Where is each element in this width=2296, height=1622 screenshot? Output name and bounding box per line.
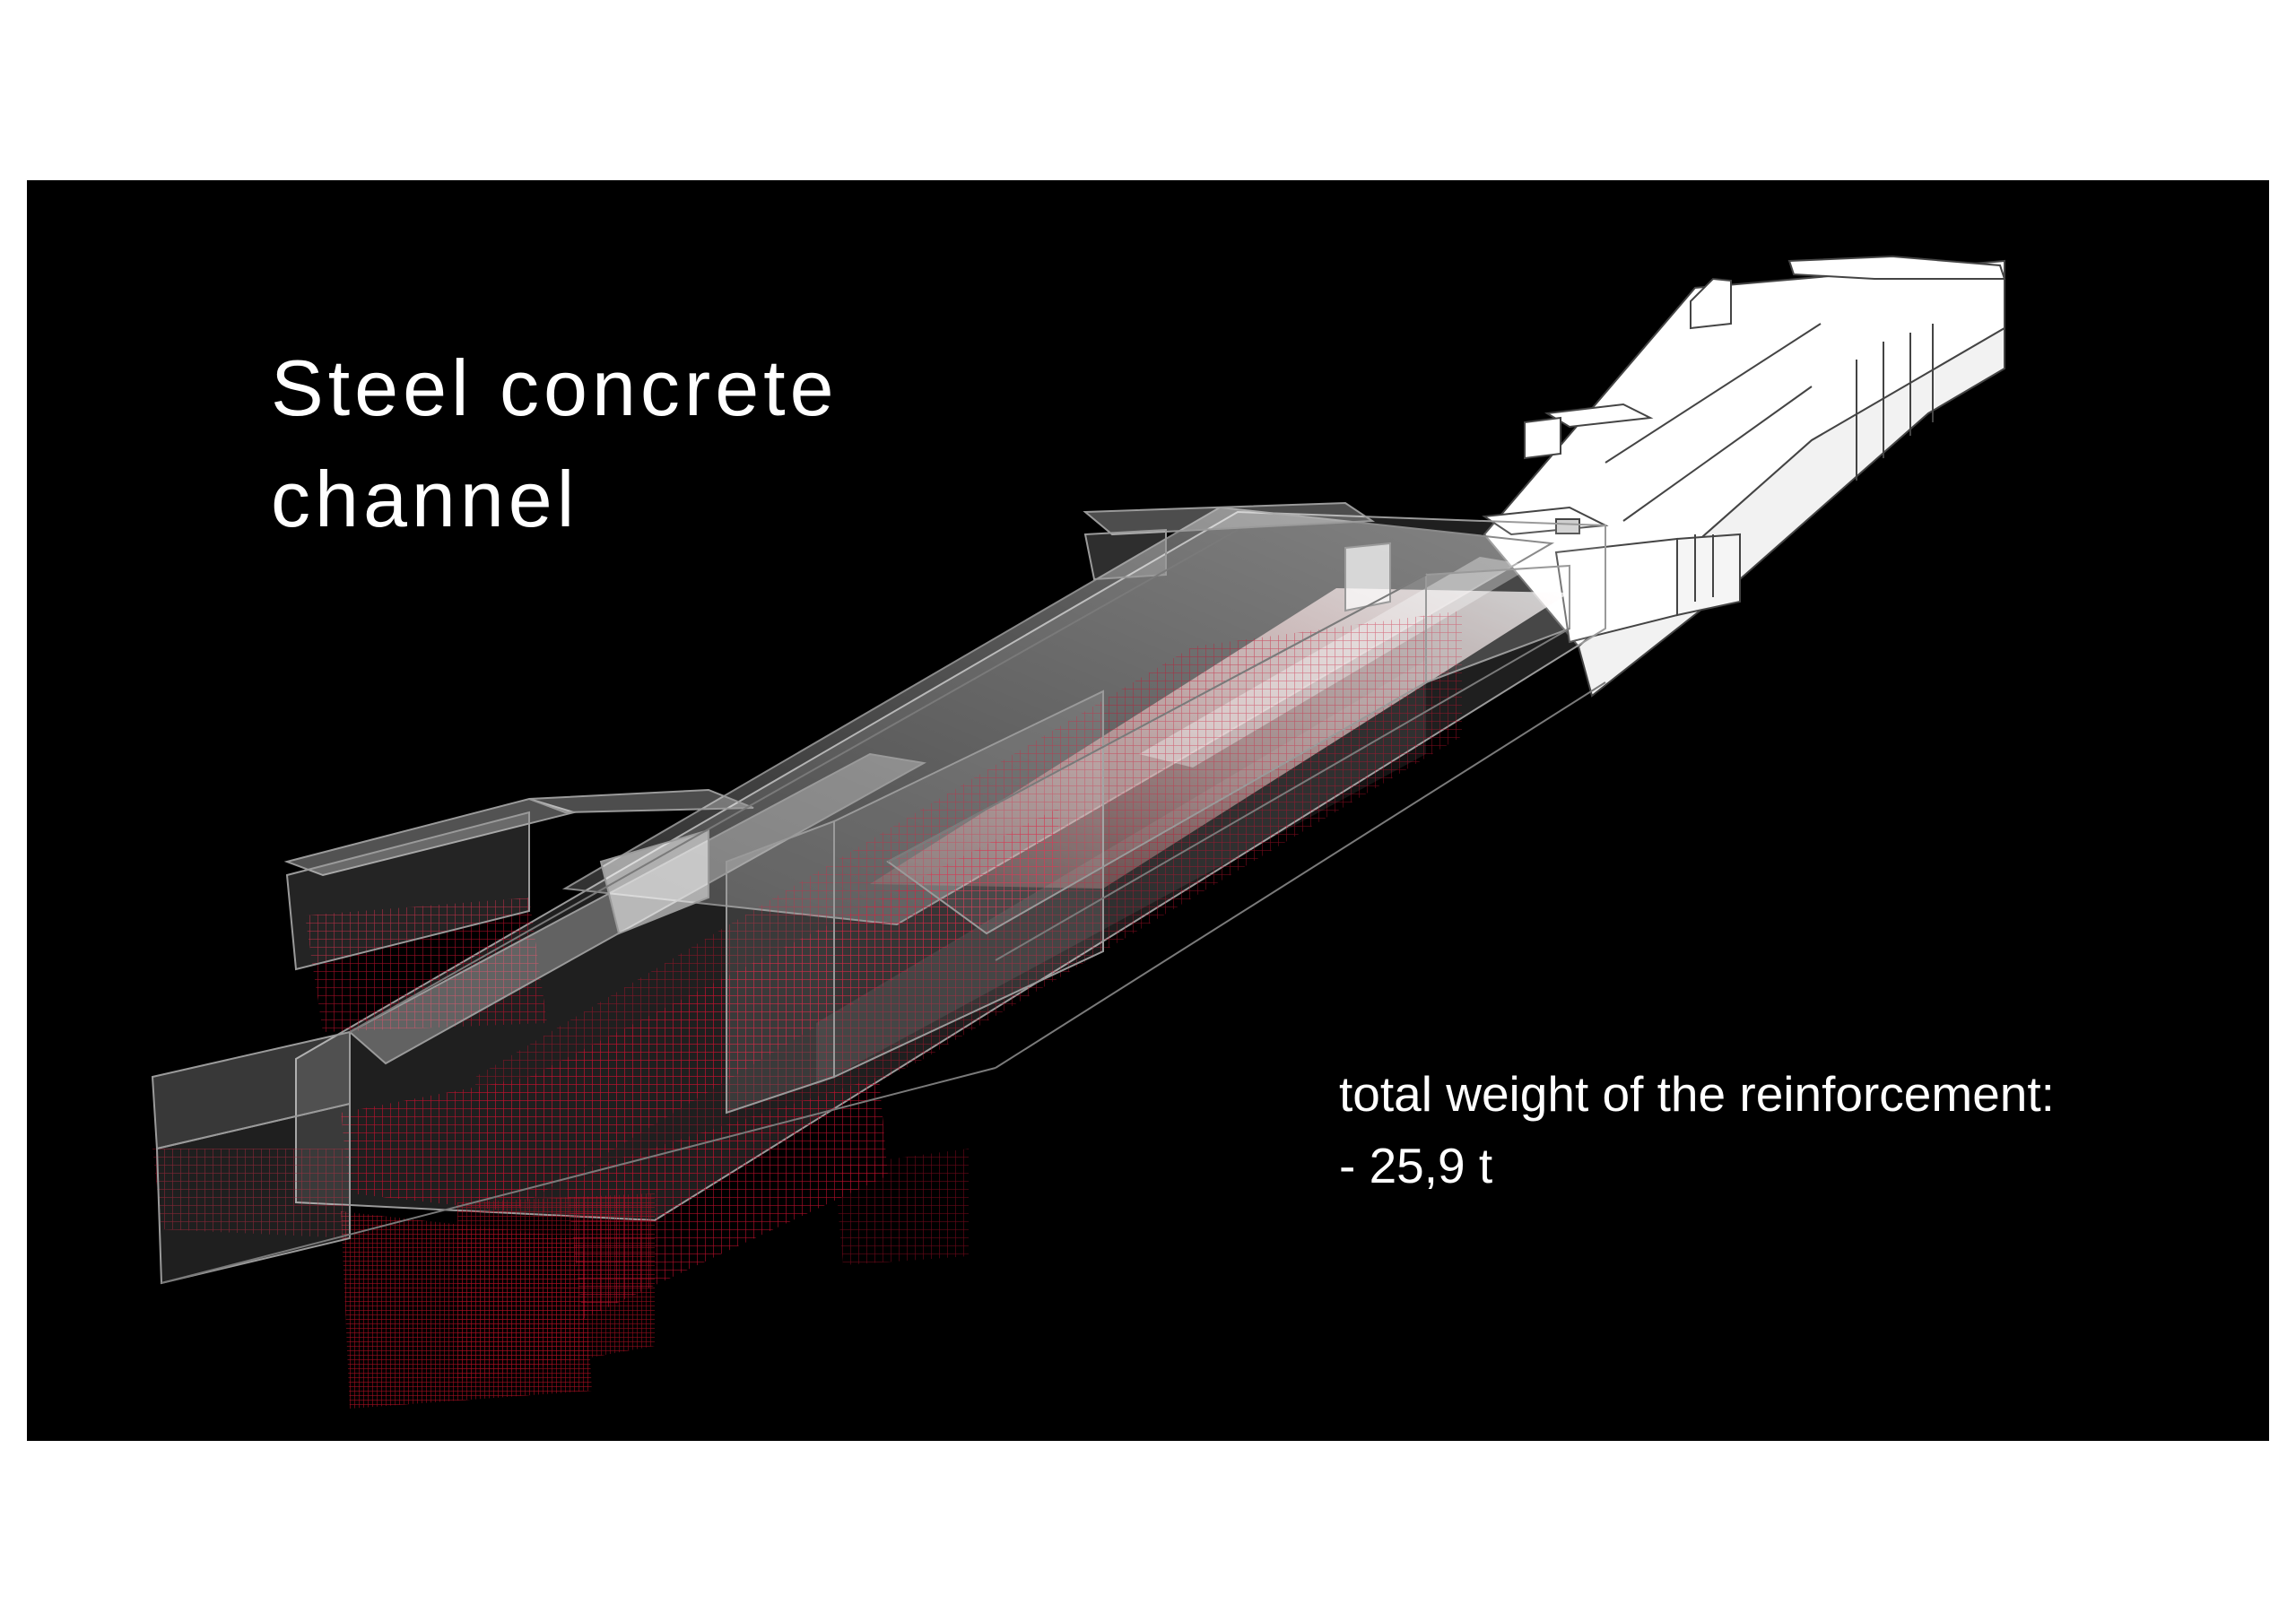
reinforcement-weight-caption: total weight of the reinforcement: - 25,…	[1339, 1058, 2055, 1201]
slide-canvas: Steel concrete channel total weight of t…	[27, 180, 2269, 1441]
channel-edge-lines	[161, 529, 1606, 1284]
channel-3d-render	[151, 255, 2006, 1409]
solid-channel-section	[1482, 255, 2006, 698]
reinforcement-cages	[152, 611, 1462, 1409]
caption-line-1: total weight of the reinforcement:	[1339, 1066, 2055, 1122]
near-end-concrete-boxes	[151, 501, 1570, 1285]
title-line-1: Steel concrete	[271, 343, 839, 432]
slide-title: Steel concrete channel	[271, 333, 839, 555]
caption-line-2: - 25,9 t	[1339, 1138, 1493, 1193]
title-line-2: channel	[271, 455, 579, 543]
